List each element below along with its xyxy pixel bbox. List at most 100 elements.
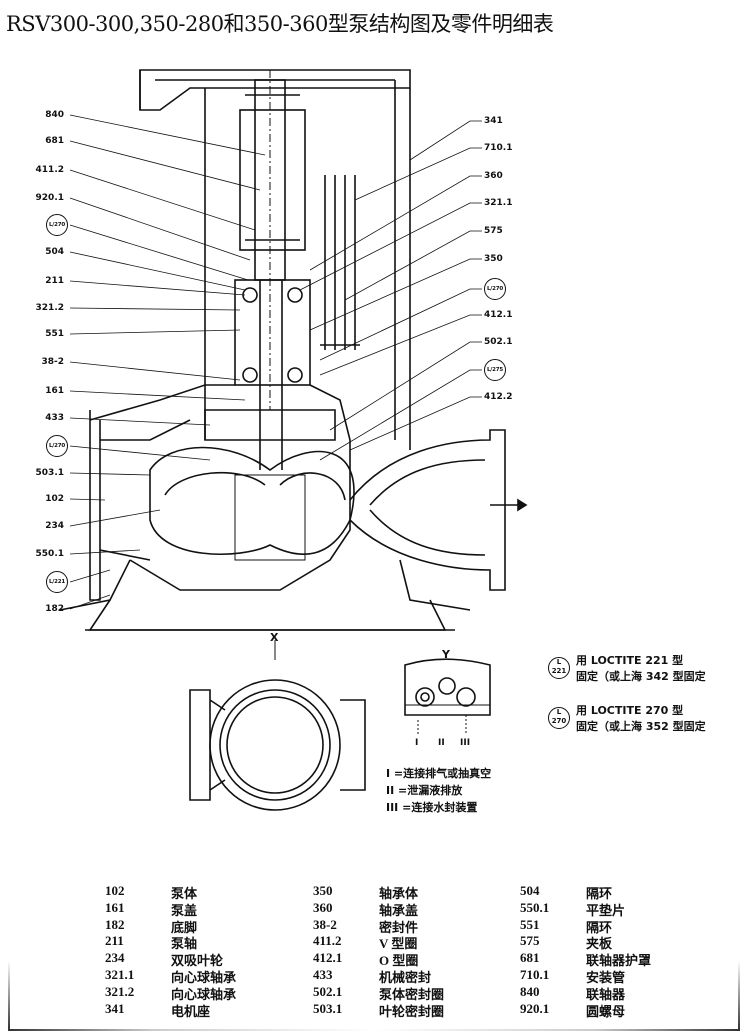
callout-label-551: 551: [45, 329, 64, 339]
part-name: 机械密封: [379, 969, 432, 985]
part-number: 360: [313, 899, 333, 915]
leader-line: [344, 230, 482, 301]
callout-label-211: 211: [45, 276, 64, 286]
callout-label-710-1: 710.1: [484, 143, 513, 153]
legend-item: II =泄漏液排放: [386, 784, 463, 797]
part-name: 联轴器护罩: [586, 953, 652, 969]
legend-item: I =连接排气或抽真空: [386, 767, 492, 780]
callout-label-341: 341: [484, 116, 503, 126]
loctite-line-2: 固定（或上海 342 型固定: [576, 670, 706, 683]
view-y-label: Y: [442, 648, 450, 661]
frame-edge: [8, 960, 10, 1030]
part-name: 双吸叶轮: [171, 953, 224, 969]
part-number: 38-2: [313, 916, 337, 932]
parts-row: 920.1 圆螺母: [520, 1000, 651, 1019]
part-number: 920.1: [520, 1000, 550, 1016]
view-y-port-2: II: [438, 738, 445, 748]
leader-line: [69, 390, 246, 401]
parts-row: 411.2 V 型圈: [313, 933, 444, 952]
leader-line: [349, 396, 482, 451]
leader-line: [69, 594, 111, 610]
leader-line: [69, 329, 241, 335]
leader-line: [69, 224, 249, 281]
part-name: 轴承体: [379, 886, 419, 901]
part-name: 轴承盖: [379, 902, 419, 918]
leader-line: [319, 369, 482, 461]
callout-label-412-2: 412.2: [484, 392, 513, 402]
installation-pipe: [320, 175, 360, 350]
leader-line: [69, 307, 241, 311]
parts-row: 503.1 叶轮密封圈: [313, 1000, 445, 1019]
page-title: RSV300-300,350-280和350-360型泵结构图及零件明细表: [6, 12, 554, 36]
parts-row: 360 轴承盖: [313, 899, 444, 918]
part-name: 叶轮密封圈: [379, 1003, 445, 1019]
leader-line: [69, 417, 211, 426]
leader-line: [69, 569, 111, 583]
part-number: 161: [105, 899, 125, 915]
view-x-drawing: [189, 640, 366, 811]
leader-line: [69, 251, 246, 291]
loctite-line-1: 用 LOCTITE 221 型: [576, 654, 684, 667]
part-name: 夹板: [586, 936, 613, 952]
bearing-housing: [234, 279, 311, 470]
part-name: 隔环: [586, 919, 613, 935]
view-y-port-3: III: [460, 738, 471, 748]
part-number: 321.1: [105, 966, 135, 982]
part-number: 102: [105, 883, 125, 898]
part-number: 411.2: [313, 933, 342, 949]
callout-label-L-270: L/270: [46, 435, 68, 457]
parts-row: 161 泵盖: [105, 899, 236, 918]
parts-row: 681 联轴器护罩: [520, 950, 652, 969]
part-number: 321.2: [105, 983, 135, 999]
part-name: V 型圈: [379, 936, 418, 952]
leader-line: [69, 445, 211, 461]
leader-line: [69, 498, 106, 501]
badge-number: 221: [551, 667, 567, 675]
legend-item: III =连接水封装置: [386, 801, 478, 814]
part-number: 710.1: [520, 966, 550, 982]
loctite-line-1: 用 LOCTITE 270 型: [576, 704, 684, 717]
callout-label-182: 182: [45, 604, 64, 614]
callout-label-102: 102: [45, 494, 64, 504]
part-name: 泵轴: [171, 936, 198, 952]
callout-label-321-1: 321.1: [484, 198, 513, 208]
badge-letter: L: [556, 708, 562, 716]
part-name: 电机座: [171, 1003, 211, 1019]
part-number: 575: [520, 933, 540, 949]
leader-line: [409, 120, 482, 161]
callout-label-575: 575: [484, 226, 503, 236]
part-name: 泵盖: [171, 902, 198, 918]
right-leader-lines: [299, 120, 482, 461]
callout-label-840: 840: [45, 110, 64, 120]
part-name: 圆螺母: [586, 1003, 626, 1019]
parts-row: 710.1 安装管: [520, 966, 651, 985]
part-number: 503.1: [313, 1000, 343, 1016]
connection-legend: I =连接排气或抽真空 II =泄漏液排放 III =连接水封装置: [386, 765, 491, 816]
leader-line: [69, 197, 251, 261]
callout-label-411-2: 411.2: [35, 165, 64, 175]
part-name: 向心球轴承: [171, 969, 237, 985]
callout-label-433: 433: [45, 413, 64, 423]
part-number: 341: [105, 1000, 125, 1016]
callout-label-503-1: 503.1: [35, 468, 64, 478]
part-number: 350: [313, 883, 333, 898]
callout-label-L-221: L/221: [46, 571, 68, 593]
frame-edge: [8, 1029, 740, 1031]
discharge-nozzle: [349, 429, 528, 591]
parts-row: 341 电机座: [105, 1000, 236, 1019]
part-name: 安装管: [586, 969, 626, 985]
part-number: 681: [520, 950, 540, 966]
loctite-line-2: 固定（或上海 352 型固定: [576, 720, 706, 733]
